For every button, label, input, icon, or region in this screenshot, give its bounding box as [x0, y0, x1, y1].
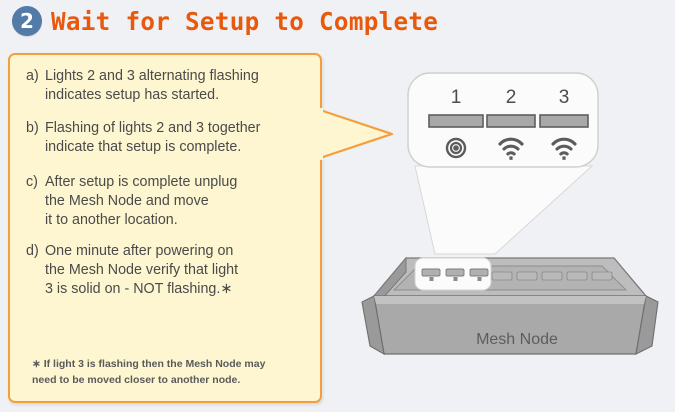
step-header: 2 Wait for Setup to Complete	[12, 6, 450, 36]
wifi-icon	[498, 137, 524, 160]
device-caption: Mesh Node	[476, 331, 558, 348]
callout-led-bars	[428, 114, 589, 128]
led-bar-1	[428, 114, 484, 128]
magnifier-beam	[414, 165, 594, 255]
instruction-note-box: a) Lights 2 and 3 alternating flashing i…	[8, 53, 322, 403]
list-item: a) Lights 2 and 3 alternating flashing i…	[26, 67, 312, 105]
footnote-line: need to be moved closer to another node.	[32, 374, 241, 386]
power-circle-icon	[445, 137, 467, 159]
device-left-face	[361, 295, 385, 356]
led-bar-2	[486, 114, 536, 128]
callout-pointer	[318, 108, 394, 162]
device-led-slot	[541, 271, 563, 281]
list-item-line: the Mesh Node and move	[45, 193, 209, 209]
footnote-line: ∗ If light 3 is flashing then the Mesh N…	[32, 358, 266, 370]
list-item-line: it to another location.	[45, 212, 178, 228]
list-item-line: After setup is complete unplug	[45, 174, 238, 190]
list-item-marker: b)	[26, 120, 39, 136]
list-item-line: 3 is solid on - NOT flashing.∗	[45, 281, 233, 297]
wifi-icon	[551, 137, 577, 160]
list-item-line: Lights 2 and 3 alternating flashing	[45, 68, 259, 84]
device-led-icon	[453, 277, 458, 281]
device-led-row	[491, 271, 613, 281]
led-label-2: 2	[506, 87, 517, 108]
device-led-slot	[516, 271, 538, 281]
list-item-line: the Mesh Node verify that light	[45, 262, 239, 278]
list-item: d) One minute after powering on the Mesh…	[26, 242, 312, 299]
page-title: Wait for Setup to Complete	[51, 6, 439, 36]
led-bar-3	[539, 114, 589, 128]
list-item-text: Lights 2 and 3 alternating flashing indi…	[45, 67, 312, 105]
list-item-line: Flashing of lights 2 and 3 together	[45, 120, 261, 136]
footnote: ∗ If light 3 is flashing then the Mesh N…	[32, 356, 306, 388]
list-item-text: After setup is complete unplug the Mesh …	[45, 173, 312, 230]
device-highlighted-leds	[421, 268, 489, 277]
list-item-text: Flashing of lights 2 and 3 together indi…	[45, 119, 312, 157]
led-label-3: 3	[559, 87, 570, 108]
list-item-line: indicates setup has started.	[45, 87, 220, 103]
list-item-marker: a)	[26, 68, 39, 84]
device-right-face	[635, 295, 659, 355]
device-led-slot	[566, 271, 588, 281]
callout-pointer-joint	[318, 108, 323, 160]
device-led-slot-highlighted	[421, 268, 441, 277]
step-number-badge: 2	[12, 6, 42, 36]
device-highlighted-led-icons	[429, 277, 482, 281]
device-led-slot-highlighted	[469, 268, 489, 277]
device-led-slot	[491, 271, 513, 281]
device-led-icon	[477, 277, 482, 281]
list-item-line: One minute after powering on	[45, 243, 234, 259]
list-item: c) After setup is complete unplug the Me…	[26, 173, 312, 230]
list-item-marker: c)	[26, 174, 38, 190]
led-label-1: 1	[451, 87, 462, 108]
device-led-slot	[591, 271, 613, 281]
list-item-line: indicate that setup is complete.	[45, 139, 242, 155]
device-led-icon	[429, 277, 434, 281]
list-item-marker: d)	[26, 243, 39, 259]
device-front-lip	[374, 296, 646, 304]
list-item: b) Flashing of lights 2 and 3 together i…	[26, 119, 312, 157]
list-item-text: One minute after powering on the Mesh No…	[45, 242, 312, 299]
device-led-slot-highlighted	[445, 268, 465, 277]
instruction-list: a) Lights 2 and 3 alternating flashing i…	[26, 67, 312, 313]
device-illustration: 1 2 3	[360, 58, 660, 368]
